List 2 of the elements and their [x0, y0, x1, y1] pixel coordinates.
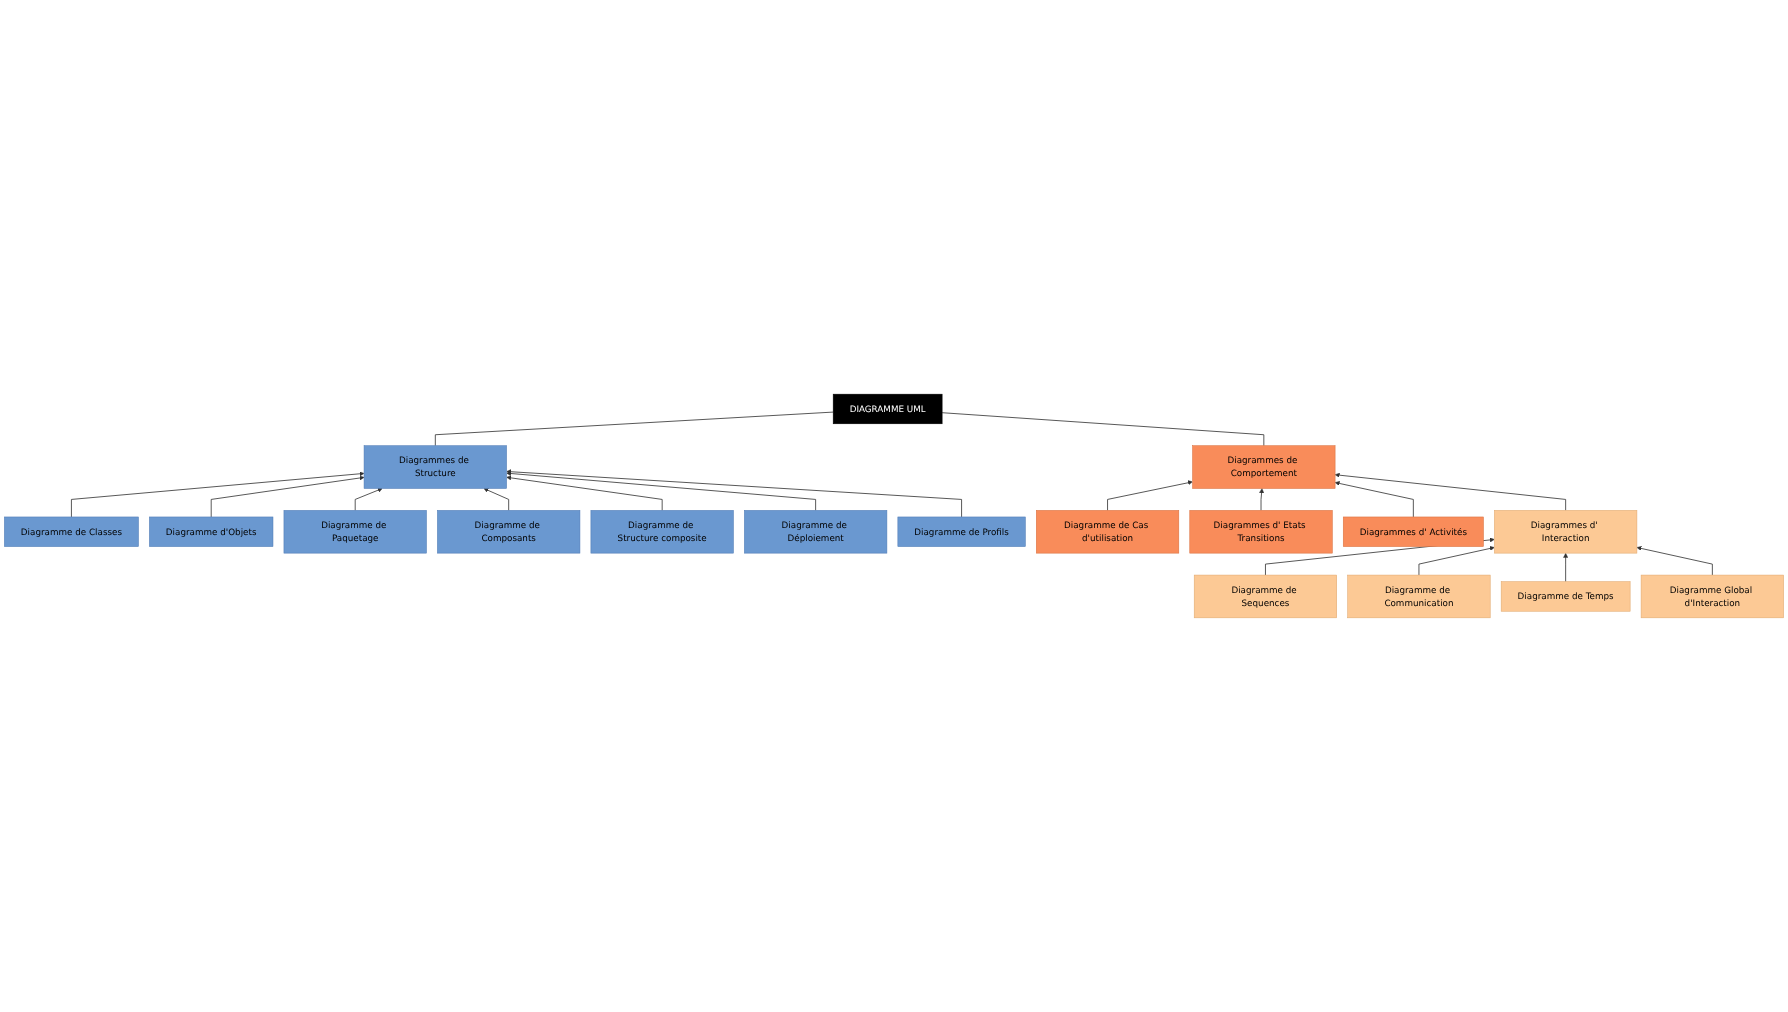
connector	[941, 412, 1265, 447]
connector	[434, 411, 834, 447]
